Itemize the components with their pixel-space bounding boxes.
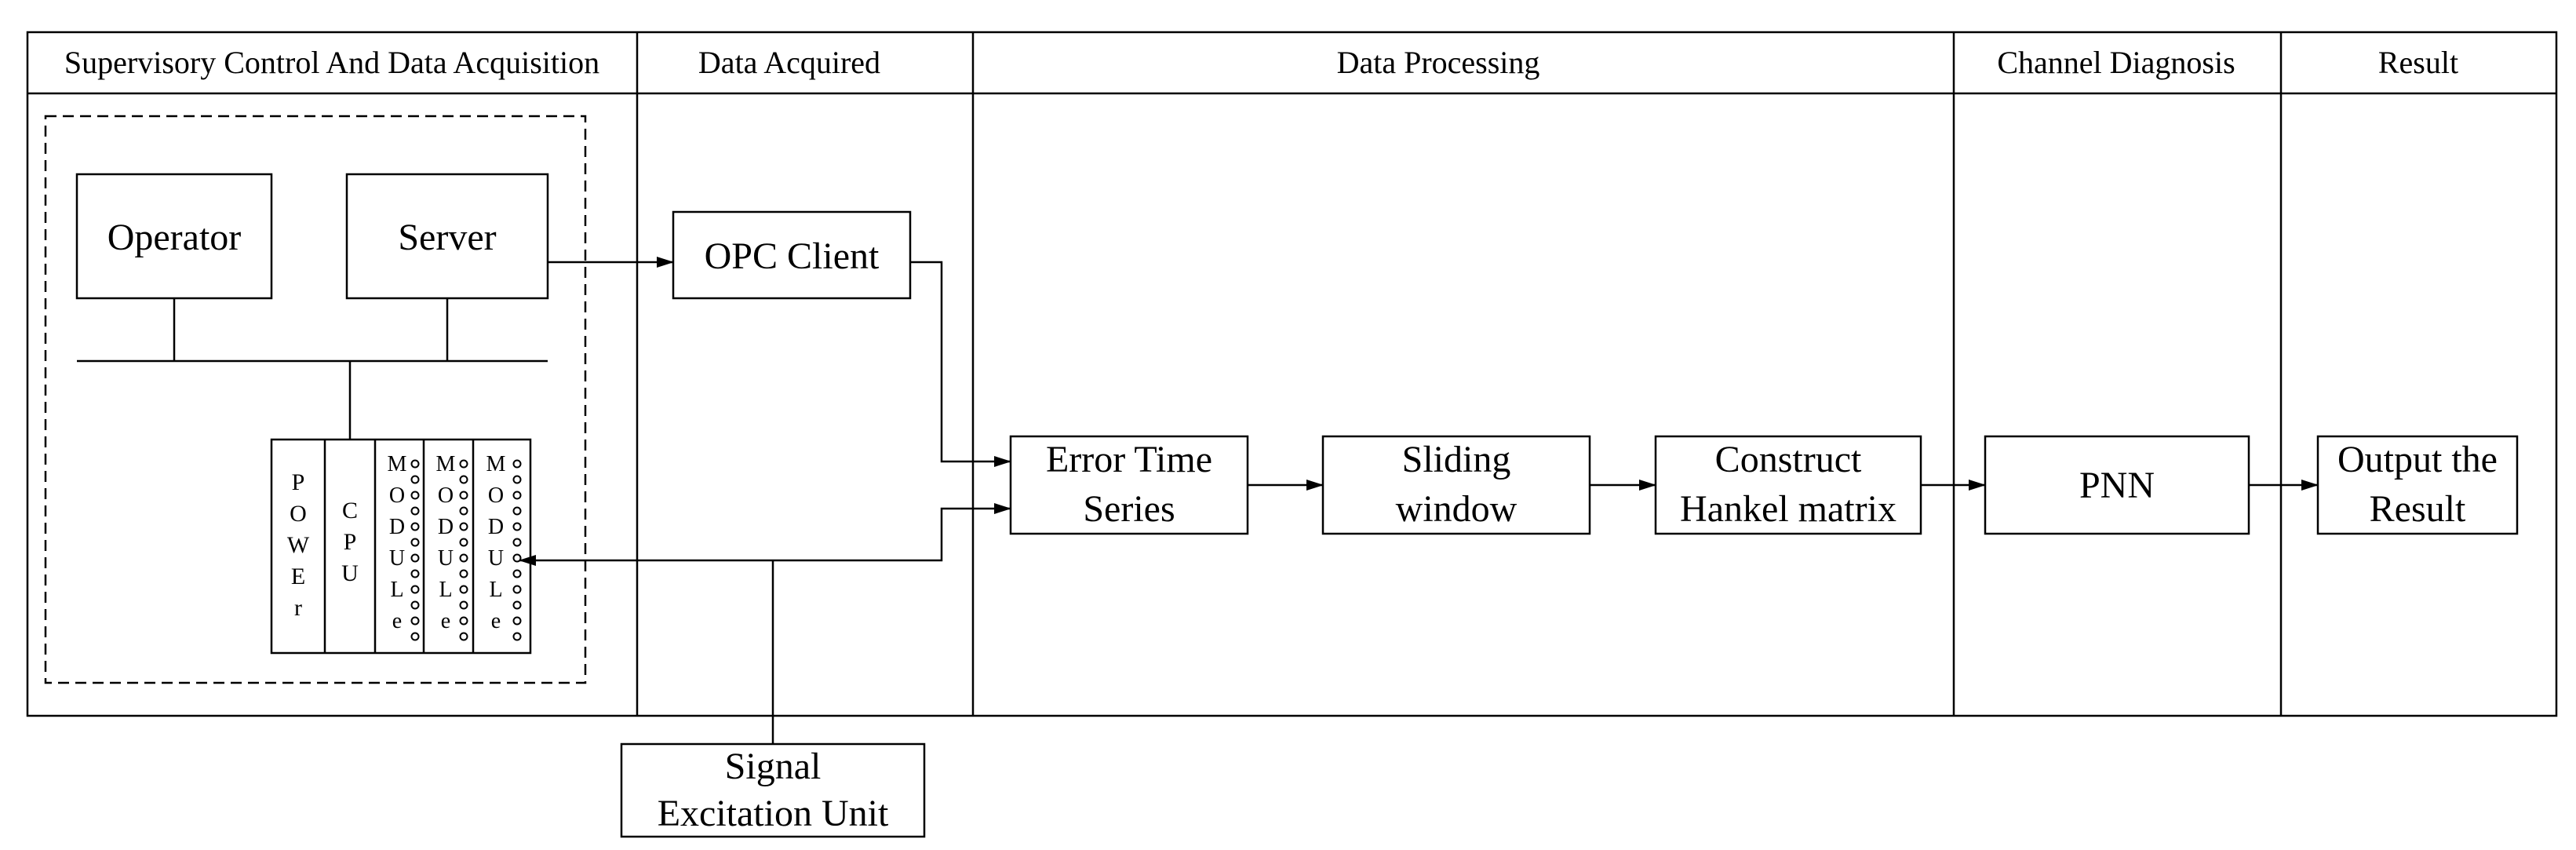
- header-channel-diagnosis: Channel Diagnosis: [1997, 45, 2235, 80]
- error-time-series-line-2: Series: [1083, 488, 1175, 530]
- power-letter: W: [287, 532, 310, 558]
- cpu-letter: C: [342, 498, 358, 523]
- opc-client-label: OPC Client: [705, 235, 880, 277]
- output-result-box: [2316, 435, 2519, 535]
- module-letter: M: [436, 452, 456, 476]
- server-label: Server: [398, 217, 496, 258]
- module-letter: U: [389, 546, 405, 571]
- cpu-letter: U: [341, 560, 359, 586]
- error-time-series-line-1: Error Time: [1046, 439, 1212, 480]
- module-letter: U: [438, 546, 454, 571]
- module-letter: O: [488, 483, 504, 508]
- cpu-letter: P: [344, 529, 357, 555]
- header-result: Result: [2378, 45, 2458, 80]
- power-letter: E: [291, 564, 305, 589]
- hankel-matrix-box: [1654, 435, 1922, 535]
- module-letter: M: [388, 452, 407, 476]
- module-letter: e: [441, 609, 450, 633]
- opc-client-box: [672, 210, 912, 300]
- signal-excitation-unit-line-2: Excitation Unit: [658, 793, 889, 834]
- server-box: [345, 173, 549, 300]
- operator-label: Operator: [107, 217, 242, 258]
- hankel-matrix-line-1: Construct: [1715, 439, 1862, 480]
- pnn-box: [1984, 435, 2250, 535]
- power-letter: O: [290, 501, 307, 527]
- power-letter: r: [294, 595, 302, 621]
- operator-box: [75, 173, 273, 300]
- table-frame: [26, 31, 2558, 717]
- power-module: P O W E r: [287, 469, 310, 621]
- plc-rack: [270, 438, 532, 655]
- io-module: M O D U L e: [388, 452, 420, 641]
- module-letter: D: [389, 515, 405, 539]
- output-result-line-2: Result: [2370, 488, 2466, 530]
- signal-excitation-unit-line-1: Signal: [725, 746, 822, 787]
- power-letter: P: [292, 469, 305, 495]
- sliding-window-line-1: Sliding: [1402, 439, 1511, 480]
- module-letter: D: [488, 515, 504, 539]
- module-letter: U: [488, 546, 504, 571]
- output-result-line-1: Output the: [2337, 439, 2498, 480]
- module-letter: L: [390, 578, 403, 602]
- arrow-opc-to-error-series: [910, 261, 1011, 467]
- module-letter: e: [491, 609, 501, 633]
- header-data-acquired: Data Acquired: [698, 45, 880, 80]
- io-module: M O D U L e: [436, 452, 468, 641]
- sliding-window-line-2: window: [1396, 488, 1518, 530]
- module-letter: L: [489, 578, 502, 602]
- scada-group: [44, 115, 587, 684]
- header-data-processing: Data Processing: [1337, 45, 1540, 80]
- cpu-module: C P U: [341, 498, 359, 586]
- header-scada: Supervisory Control And Data Acquisition: [64, 45, 599, 80]
- pnn-label: PNN: [2079, 465, 2155, 506]
- module-letter: D: [438, 515, 454, 539]
- module-letter: O: [389, 483, 405, 508]
- module-letter: e: [392, 609, 402, 633]
- arrow-signal-to-error-series: [773, 503, 1011, 562]
- io-module: M O D U L e: [486, 452, 522, 641]
- module-letter: O: [438, 483, 454, 508]
- module-letter: L: [439, 578, 452, 602]
- module-letter: M: [486, 452, 506, 476]
- hankel-matrix-line-2: Hankel matrix: [1680, 488, 1896, 530]
- signal-excitation-unit-box: [620, 742, 926, 838]
